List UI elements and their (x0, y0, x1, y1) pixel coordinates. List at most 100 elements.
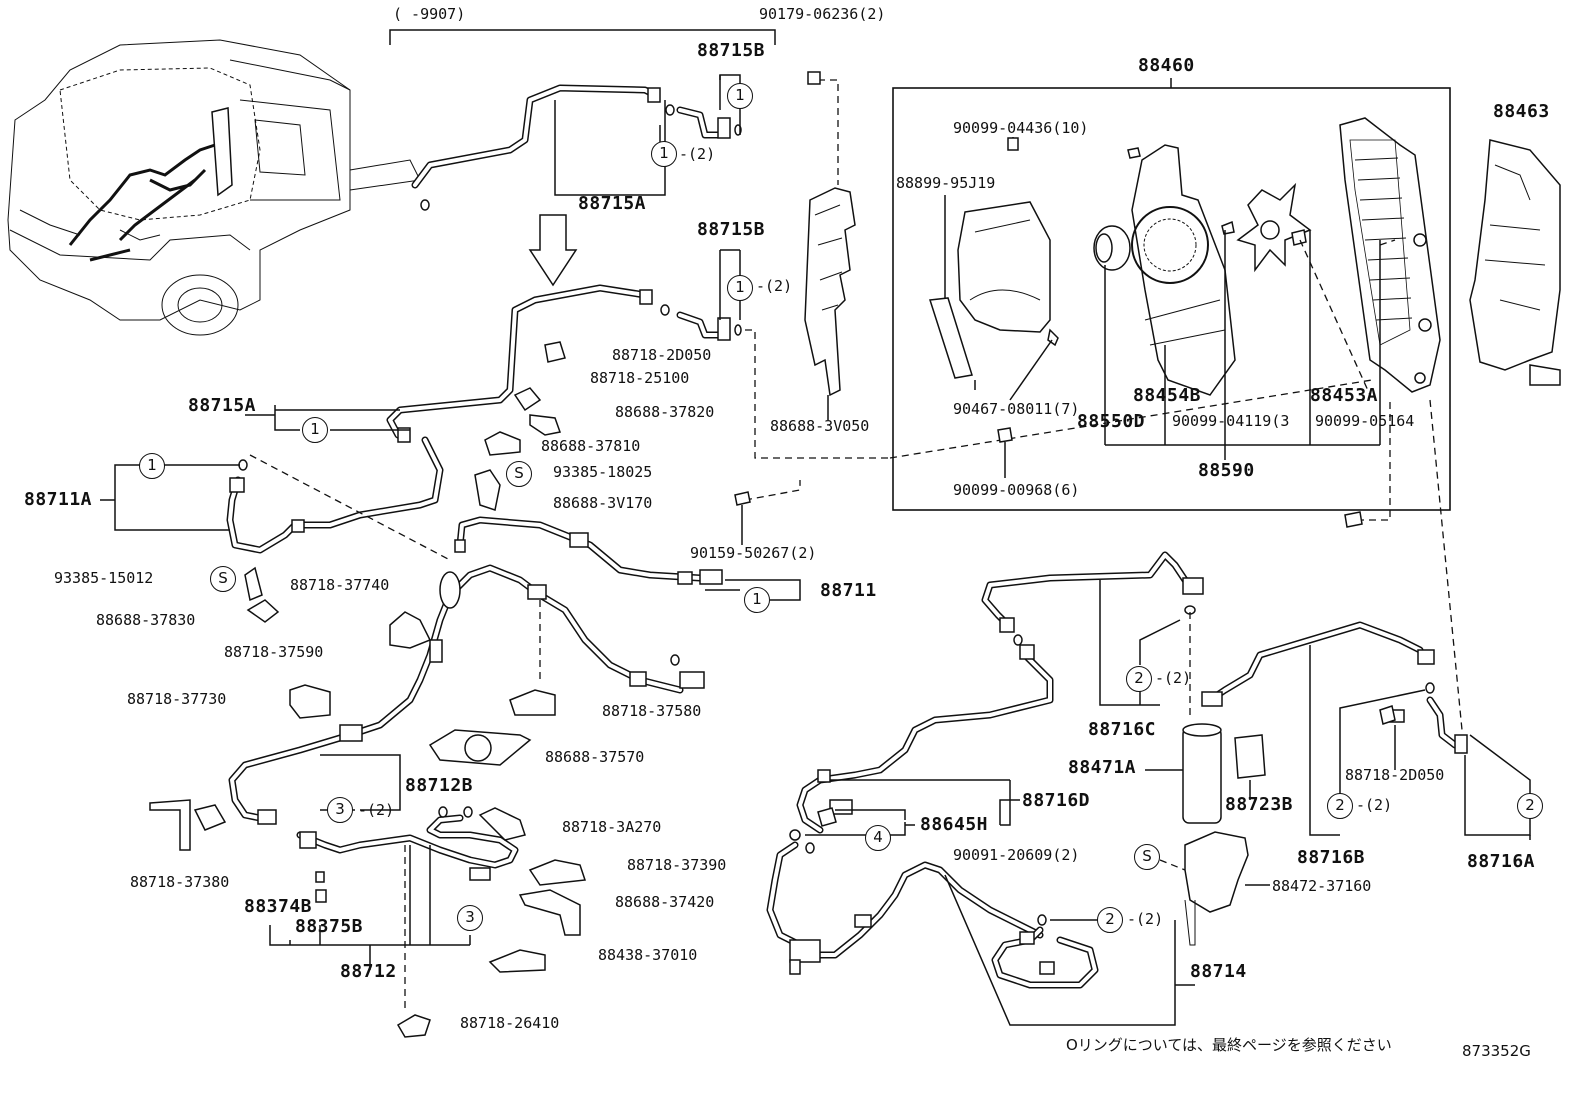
callout-2: 2 (1517, 793, 1543, 819)
truck-illustration (7, 39, 421, 336)
part-88712B[interactable]: 88712B (405, 775, 474, 796)
part-88718-37730[interactable]: 88718-37730 (127, 690, 227, 708)
part-88714[interactable]: 88714 (1190, 961, 1247, 982)
part-88463[interactable]: 88463 (1493, 101, 1550, 122)
part-88438-37010[interactable]: 88438-37010 (598, 946, 698, 964)
pipe-88715A-middle (386, 284, 742, 443)
part-88715B-top[interactable]: 88715B (697, 40, 766, 61)
pipe-88716C (981, 551, 1204, 633)
part-88718-3A270[interactable]: 88718-3A270 (562, 818, 662, 836)
part-88716A[interactable]: 88716A (1467, 851, 1536, 872)
part-88688-37820[interactable]: 88688-37820 (615, 403, 715, 421)
part-88460[interactable]: 88460 (1138, 55, 1195, 76)
part-88712[interactable]: 88712 (340, 961, 397, 982)
callout-3: 3 (327, 797, 353, 823)
callout-1: 1 (139, 453, 165, 479)
part-88688-37420[interactable]: 88688-37420 (615, 893, 715, 911)
part-93385-15012[interactable]: 93385-15012 (54, 569, 154, 587)
part-88716C[interactable]: 88716C (1088, 719, 1157, 740)
qty-suffix: -(2) (1127, 910, 1164, 928)
part-88711A[interactable]: 88711A (24, 489, 93, 510)
part-93385-18025[interactable]: 93385-18025 (553, 463, 653, 481)
part-88688-37830[interactable]: 88688-37830 (96, 611, 196, 629)
part-88718-37590[interactable]: 88718-37590 (224, 643, 324, 661)
part-88472-37160[interactable]: 88472-37160 (1272, 877, 1372, 895)
pipe-88712B (228, 564, 705, 825)
part-88688-3V170[interactable]: 88688-3V170 (553, 494, 653, 512)
switch-88645H (817, 799, 853, 827)
callout-s: S (210, 566, 236, 592)
part-88688-37570[interactable]: 88688-37570 (545, 748, 645, 766)
part-88375B[interactable]: 88375B (295, 916, 364, 937)
part-88550D[interactable]: 88550D (1077, 411, 1146, 432)
qty-suffix: -(2) (1155, 669, 1192, 687)
part-88718-37380[interactable]: 88718-37380 (130, 873, 230, 891)
callout-1: 1 (727, 83, 753, 109)
part-88716B[interactable]: 88716B (1297, 847, 1366, 868)
part-88718-37580[interactable]: 88718-37580 (602, 702, 702, 720)
callout-2: 2 (1327, 793, 1353, 819)
callout-2: 2 (1126, 666, 1152, 692)
qty-suffix: -(2) (756, 277, 793, 295)
part-88899-95J19[interactable]: 88899-95J19 (896, 174, 996, 192)
part-90099-04119[interactable]: 90099-04119(3 (1172, 412, 1290, 430)
bracket-88472-37160 (1184, 831, 1249, 946)
part-90091-20609[interactable]: 90091-20609(2) (953, 846, 1080, 864)
part-88453A[interactable]: 88453A (1310, 385, 1379, 406)
part-88374B[interactable]: 88374B (244, 896, 313, 917)
part-88723B[interactable]: 88723B (1225, 794, 1294, 815)
part-88718-25100[interactable]: 88718-25100 (590, 369, 690, 387)
pipe-88716D (796, 634, 1054, 834)
fan-shroud-88454B (1093, 144, 1236, 396)
pipe-88711A (226, 436, 444, 554)
part-88454B[interactable]: 88454B (1133, 385, 1202, 406)
part-88590[interactable]: 88590 (1198, 460, 1255, 481)
callout-1: 1 (727, 275, 753, 301)
callout-1: 1 (651, 141, 677, 167)
part-88715A-mid[interactable]: 88715A (188, 395, 257, 416)
part-90179-06236[interactable]: 90179-06236(2) (759, 5, 886, 23)
shroud-88899-95J19 (929, 201, 1059, 379)
part-88718-37740[interactable]: 88718-37740 (290, 576, 390, 594)
pipe-88712 (296, 806, 519, 903)
callout-s: S (1134, 844, 1160, 870)
part-90099-04436[interactable]: 90099-04436(10) (953, 119, 1089, 137)
part-90467-08011[interactable]: 90467-08011(7) (953, 400, 1080, 418)
part-88688-3V050[interactable]: 88688-3V050 (770, 417, 870, 435)
condenser-core (1339, 117, 1441, 393)
part-88711[interactable]: 88711 (820, 580, 877, 601)
receiver-88471A (1182, 723, 1266, 824)
part-88716D[interactable]: 88716D (1022, 790, 1091, 811)
part-90099-05164[interactable]: 90099-05164 (1315, 412, 1415, 430)
part-88645H[interactable]: 88645H (920, 814, 989, 835)
part-88718-26410[interactable]: 88718-26410 (460, 1014, 560, 1032)
part-88715A-top[interactable]: 88715A (578, 193, 647, 214)
figure-code: 873352G (1462, 1042, 1531, 1060)
callout-4: 4 (865, 825, 891, 851)
pipe-88716B (1201, 621, 1468, 754)
part-88471A[interactable]: 88471A (1068, 757, 1137, 778)
range-note: ( -9907) (393, 5, 466, 23)
part-88715B-mid[interactable]: 88715B (697, 219, 766, 240)
fan-blade-88453A (1236, 182, 1312, 273)
qty-suffix: -(2) (1356, 796, 1393, 814)
pipe-88715A-upper (411, 84, 742, 211)
part-88718-2D050-b[interactable]: 88718-2D050 (1345, 766, 1445, 784)
bracket-88688-3V050 (804, 187, 856, 397)
callout-2: 2 (1097, 907, 1123, 933)
part-88718-2D050-a[interactable]: 88718-2D050 (612, 346, 712, 364)
qty-suffix: -(2) (679, 145, 716, 163)
callout-3: 3 (457, 905, 483, 931)
pipe-88711 (454, 516, 723, 585)
part-90159-50267[interactable]: 90159-50267(2) (690, 544, 817, 562)
bracket-88463 (1469, 139, 1561, 386)
o-ring-note: Oリングについては、最終ページを参照ください (1066, 1036, 1392, 1054)
clips-and-brackets (149, 341, 587, 1038)
callout-1: 1 (302, 417, 328, 443)
callout-1: 1 (744, 587, 770, 613)
pipe-88714 (766, 829, 1099, 989)
part-90099-00968[interactable]: 90099-00968(6) (953, 481, 1080, 499)
part-88688-37810[interactable]: 88688-37810 (541, 437, 641, 455)
part-88718-37390[interactable]: 88718-37390 (627, 856, 727, 874)
